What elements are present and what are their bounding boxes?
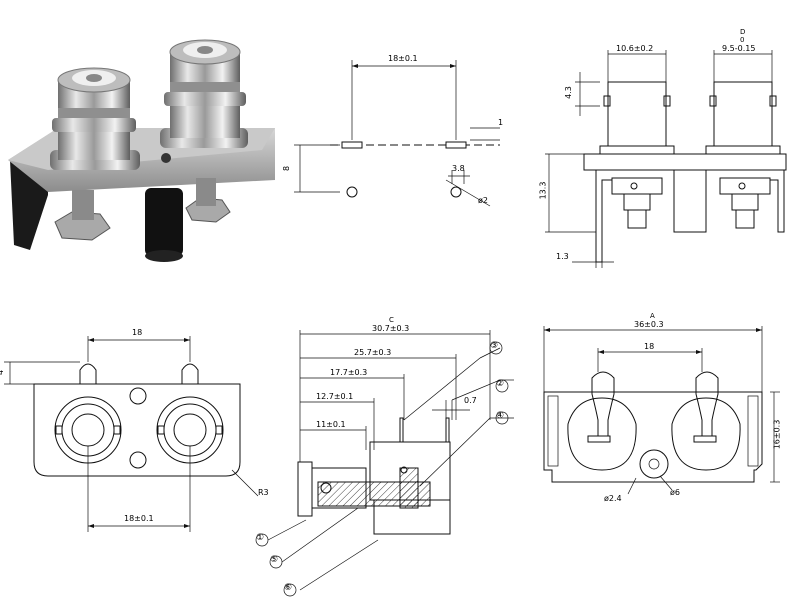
side-view-gap-dim: 0.7 [464, 396, 477, 405]
top-view-hole-dim: ø2 [478, 196, 488, 205]
side-view-dim-12-7: 12.7±0.1 [316, 392, 354, 401]
rear-view-pitch-top: 18 [132, 328, 143, 337]
callout-5: ⑤ [270, 555, 279, 565]
front-view-width-left: 10.6±0.2 [616, 44, 654, 53]
front-view-col-label: D [740, 28, 746, 36]
side-view-dim-17-7: 17.7±0.3 [330, 368, 368, 377]
front-view-base-dim: 1.3 [556, 252, 569, 261]
bottom-view-ref-label: A [650, 312, 655, 320]
callout-2: ② [496, 379, 505, 389]
bottom-view-width-dim: 36±0.3 [634, 320, 664, 329]
side-view-dim-11: 11±0.1 [316, 420, 346, 429]
side-view-dim-25-7: 25.7±0.3 [354, 348, 392, 357]
bottom-view-hole-large: ø6 [670, 488, 680, 497]
rear-view-pitch-bottom: 18±0.1 [124, 514, 154, 523]
callout-6: ⑥ [284, 583, 293, 593]
rear-view-radius: R3 [258, 488, 269, 497]
side-view-dim-30-7: 30.7±0.3 [372, 324, 410, 333]
top-view-pitch-dim: 18±0.1 [388, 54, 418, 63]
side-view-ref-label: C [389, 316, 394, 324]
bottom-view-hole-small: ø2.4 [604, 494, 622, 503]
top-view-offset-dim: 3.8 [452, 164, 465, 173]
callout-1: ① [256, 533, 265, 543]
callout-4: ④ [496, 411, 505, 421]
front-view-col-sub: 0 [740, 36, 745, 44]
top-view-lead-dim: 1 [498, 118, 504, 127]
front-view-width-right: 9.5-0.15 [722, 44, 756, 53]
product-photo [8, 39, 275, 262]
bottom-view-pitch-dim: 18 [644, 342, 655, 351]
callout-3: ③ [490, 341, 499, 351]
bottom-view-height-dim: 16±0.3 [772, 419, 782, 450]
